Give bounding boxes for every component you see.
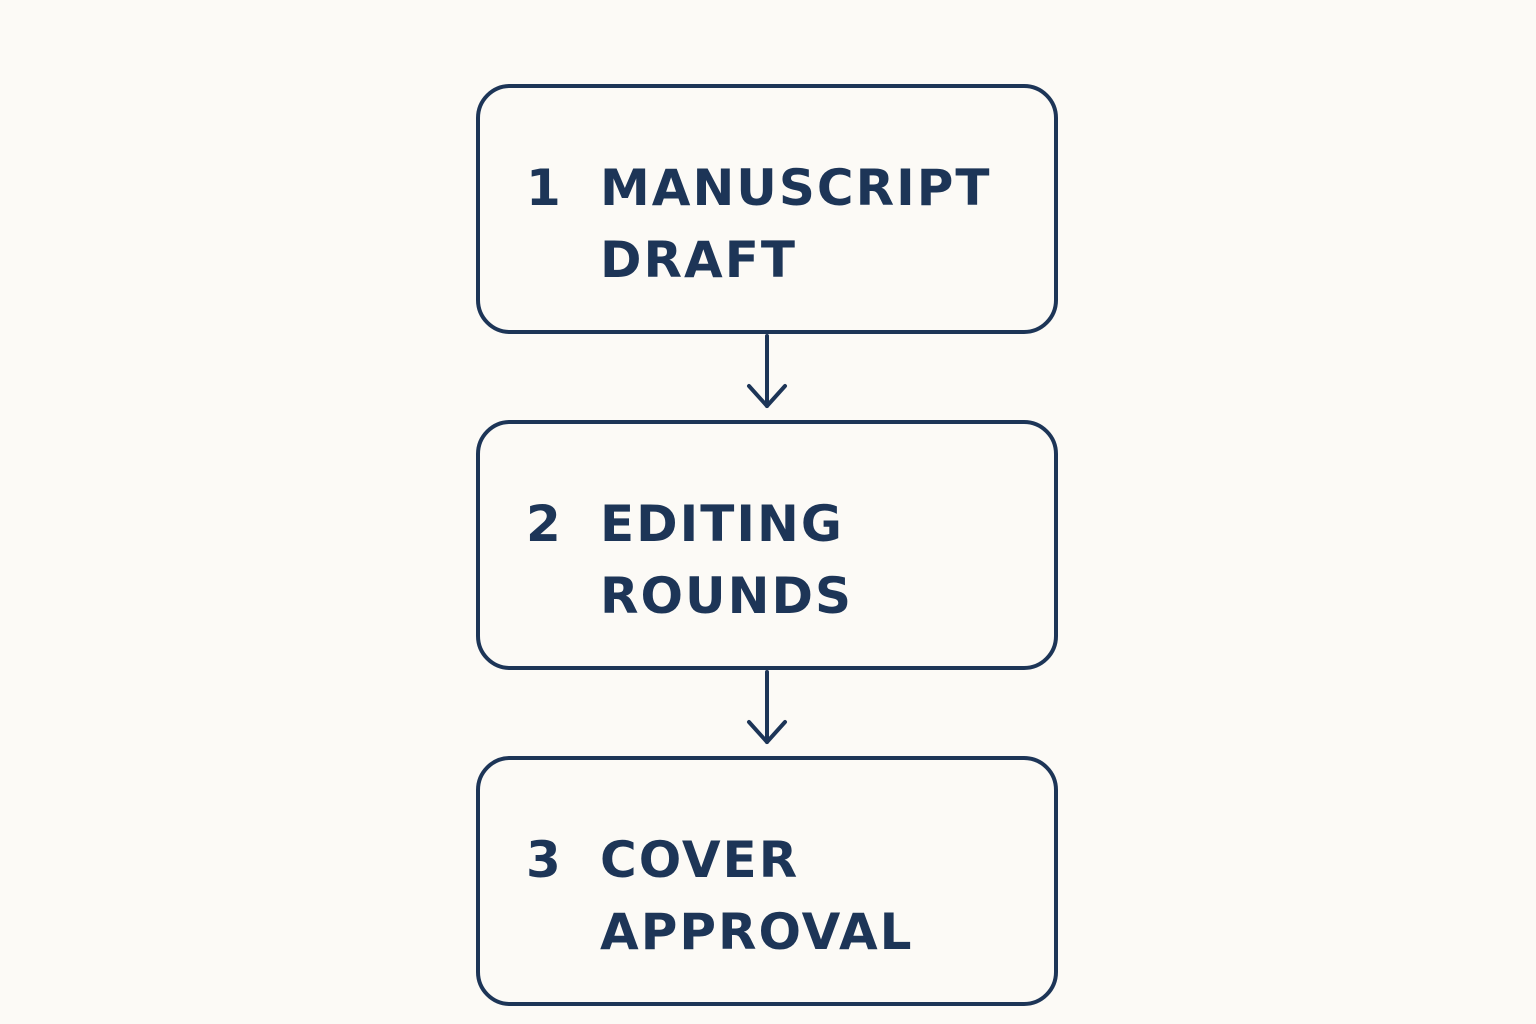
step-label-line: APPROVAL [600, 903, 914, 961]
step-label-line: DRAFT [600, 231, 797, 289]
step-box-manuscript-draft: 1 MANUSCRIPT DRAFT [476, 84, 1058, 334]
down-arrow-icon [747, 670, 787, 744]
step-label-line: ROUNDS [600, 567, 853, 625]
step-label-line: MANUSCRIPT [600, 159, 992, 217]
step-number: 2 [526, 495, 561, 553]
step-box-editing-rounds: 2 EDITING ROUNDS [476, 420, 1058, 670]
step-box-cover-approval: 3 COVER APPROVAL [476, 756, 1058, 1006]
step-number: 1 [526, 159, 561, 217]
step-label: COVER APPROVAL [600, 824, 1040, 968]
step-number: 3 [526, 831, 561, 889]
step-label: EDITING ROUNDS [600, 488, 1040, 632]
step-label: MANUSCRIPT DRAFT [600, 152, 1040, 296]
step-label-line: EDITING [600, 495, 844, 553]
down-arrow-icon [747, 334, 787, 408]
step-label-line: COVER [600, 831, 800, 889]
